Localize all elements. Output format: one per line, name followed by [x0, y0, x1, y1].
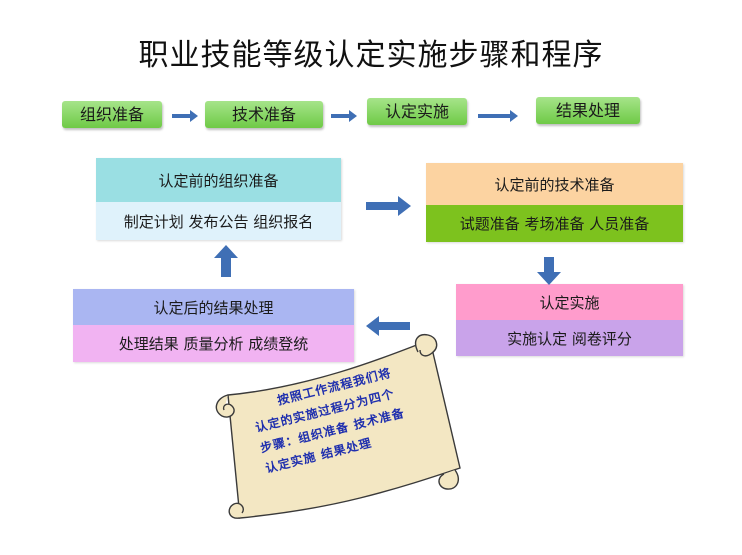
arrow-right-icon [366, 196, 411, 216]
tech-prep-box: 认定前的技术准备 试题准备 考场准备 人员准备 [426, 163, 683, 242]
arrow-right-icon [331, 110, 357, 122]
result-box: 认定后的结果处理 处理结果 质量分析 成绩登统 [73, 289, 354, 362]
step-tech-prep: 技术准备 [205, 101, 323, 128]
scroll-note-text: 按照工作流程我们将 认定的实施过程分为四个 步骤：组织准备 技术准备 认定实施 … [248, 347, 472, 479]
implementation-box: 认定实施 实施认定 阅卷评分 [456, 284, 683, 356]
step-result: 结果处理 [536, 97, 640, 124]
step-implementation: 认定实施 [367, 98, 467, 125]
result-body: 处理结果 质量分析 成绩登统 [73, 325, 354, 362]
arrow-right-icon [172, 110, 198, 122]
org-prep-body: 制定计划 发布公告 组织报名 [96, 202, 341, 240]
arrow-up-icon [214, 245, 238, 277]
arrow-left-icon [366, 316, 410, 336]
org-prep-header: 认定前的组织准备 [96, 158, 341, 202]
implementation-header: 认定实施 [456, 284, 683, 320]
tech-prep-body: 试题准备 考场准备 人员准备 [426, 205, 683, 242]
tech-prep-header: 认定前的技术准备 [426, 163, 683, 205]
result-header: 认定后的结果处理 [73, 289, 354, 325]
page-title: 职业技能等级认定实施步骤和程序 [138, 38, 604, 73]
org-prep-box: 认定前的组织准备 制定计划 发布公告 组织报名 [96, 158, 341, 240]
arrow-down-icon [537, 257, 561, 285]
arrow-right-icon [478, 110, 518, 122]
implementation-body: 实施认定 阅卷评分 [456, 320, 683, 356]
step-org-prep: 组织准备 [62, 101, 162, 128]
